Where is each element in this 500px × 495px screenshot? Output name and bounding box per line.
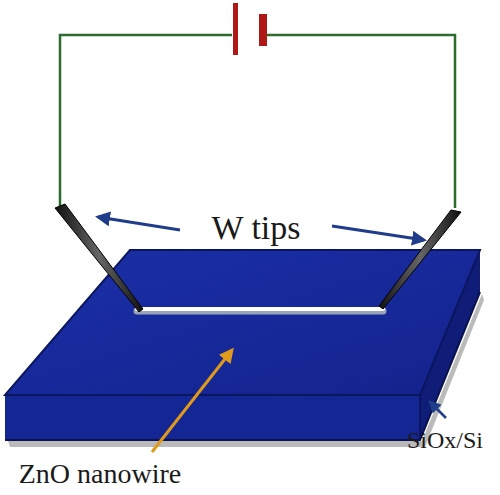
tungsten-tip — [55, 204, 143, 312]
nanowire-shadow — [137, 308, 383, 315]
nanowire — [137, 307, 383, 311]
substrate-label: SiOx/Si — [407, 427, 483, 453]
leader-arrow — [430, 402, 446, 418]
leader-arrow — [152, 350, 232, 452]
tungsten-tip — [379, 210, 461, 309]
nanowire-label: ZnO nanowire — [19, 459, 182, 490]
substrate — [5, 250, 484, 447]
battery-plate-short — [259, 14, 267, 46]
leader-arrow — [98, 217, 180, 230]
battery-plate-long — [233, 3, 238, 55]
wire — [60, 35, 232, 206]
tip-label: W tips — [211, 209, 300, 246]
leader-arrow — [332, 226, 424, 240]
wire — [266, 35, 455, 208]
